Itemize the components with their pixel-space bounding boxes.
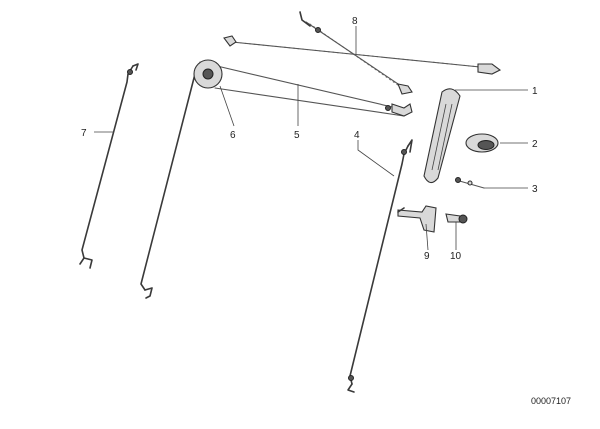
link-3 [455,177,485,189]
screw-10 [445,213,468,224]
callout-9: 9 [424,251,430,262]
callout-4: 4 [354,130,360,141]
callout-2: 2 [532,139,538,150]
knob-2 [465,133,499,153]
cable-8 [223,11,502,95]
leader-lines [94,26,528,251]
lever-1 [423,88,461,184]
callout-1: 1 [532,86,538,97]
reference-number: 00007107 [531,396,571,406]
cable-6-with-pulley [140,59,413,299]
callout-6: 6 [230,130,236,141]
callout-7: 7 [81,128,87,139]
callout-3: 3 [532,184,538,195]
rod-7 [79,63,139,269]
bracket-9 [397,205,437,233]
callout-8: 8 [352,16,358,27]
callout-10: 10 [450,251,462,262]
callout-5: 5 [294,130,300,141]
rod-4 [347,139,413,393]
pulley-hub [202,68,214,80]
